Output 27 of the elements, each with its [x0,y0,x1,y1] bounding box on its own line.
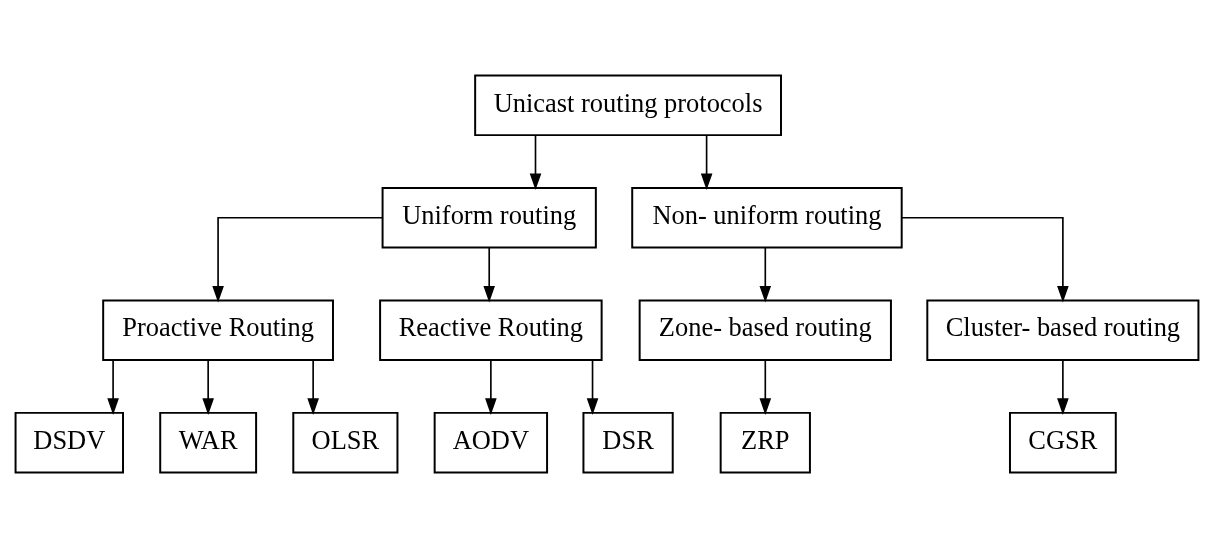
arrow [307,359,319,415]
node-box: DSDV [14,411,124,473]
node-box: CGSR [1009,411,1117,473]
arrow [529,134,542,190]
arrow [759,246,772,302]
arrow [107,359,119,415]
node-box: Non- uniform routing [631,186,903,249]
node-box: OLSR [292,411,399,473]
node-box: DSR [582,411,674,473]
node-box: AODV [433,411,549,473]
node-box: Zone- based routing [638,298,892,361]
node-box: ZRP [719,411,811,473]
arrow [759,359,772,415]
node-box: Proactive Routing [102,298,334,361]
arrow [212,216,383,303]
node-box: WAR [159,411,258,473]
arrow [700,134,713,190]
arrow [1057,359,1069,415]
node-box: Cluster- based routing [926,298,1200,361]
node-box: Uniform routing [381,186,597,249]
node-box: Reactive Routing [379,298,603,361]
arrow [483,246,495,302]
arrow [586,359,599,415]
arrow [202,359,214,415]
arrow [485,359,497,415]
arrow [901,216,1069,303]
node-box: Unicast routing protocols [474,74,782,136]
